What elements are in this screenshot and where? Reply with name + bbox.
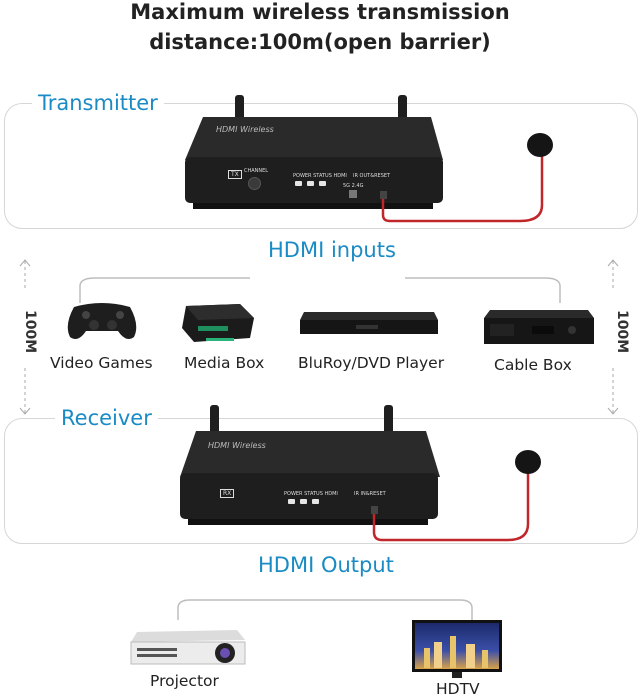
hdmi-output-label: HDMI Output xyxy=(252,553,400,577)
tx-ir-cable xyxy=(380,133,553,223)
tx-hdmi-led xyxy=(319,181,326,186)
media-box-icon xyxy=(182,304,254,342)
hdmi-output-curve xyxy=(177,599,473,620)
title-line-1: Maximum wireless transmission xyxy=(130,0,510,24)
hdtv-icon xyxy=(412,620,502,678)
projector-icon xyxy=(130,630,246,665)
title-line-2: distance:100m(open barrier) xyxy=(149,30,491,54)
tx-switch-label: 5G 2.4G xyxy=(343,183,364,189)
tx-brand: HDMI Wireless xyxy=(216,125,274,134)
tx-power-led xyxy=(295,181,302,186)
tx-band-switch[interactable] xyxy=(349,190,357,198)
distance-label-left: 100M xyxy=(22,310,38,354)
dvd-player-icon xyxy=(300,312,438,334)
receiver-panel xyxy=(4,418,638,544)
rx-status-led xyxy=(300,499,307,504)
cable-box-icon xyxy=(484,310,594,344)
distance-arrow-left xyxy=(19,259,31,415)
input-label-cable-box: Cable Box xyxy=(494,356,572,374)
hdmi-input-curve xyxy=(79,277,561,303)
transmitter-device: HDMI Wireless TX CHANNEL POWER STATUS HD… xyxy=(183,95,443,215)
tx-ir-label: IR OUT&RESET xyxy=(353,173,391,179)
input-label-dvd-player: BluRoy/DVD Player xyxy=(298,354,445,372)
rx-hdmi-led xyxy=(312,499,319,504)
rx-badge: RX xyxy=(220,489,235,498)
receiver-label: Receiver xyxy=(55,406,158,430)
game-controller-icon xyxy=(67,303,137,339)
rx-ir-cable xyxy=(371,450,541,542)
output-label-hdtv: HDTV xyxy=(436,680,480,698)
tx-badge: TX xyxy=(228,170,242,179)
hdmi-inputs-label: HDMI inputs xyxy=(262,238,402,262)
input-label-media-box: Media Box xyxy=(184,354,265,372)
rx-ir-label: IR IN&RESET xyxy=(354,491,386,497)
tx-status-label: POWER STATUS HDMI xyxy=(293,173,347,179)
rx-power-led xyxy=(288,499,295,504)
tx-channel-label: CHANNEL xyxy=(244,168,269,174)
tx-status-led xyxy=(307,181,314,186)
distance-arrow-right xyxy=(607,259,619,415)
output-label-projector: Projector xyxy=(150,672,219,690)
transmitter-panel xyxy=(4,103,638,229)
rx-status-label: POWER STATUS HDMI xyxy=(284,491,338,497)
transmitter-label: Transmitter xyxy=(32,91,164,115)
tx-channel-button[interactable] xyxy=(248,177,261,190)
rx-brand: HDMI Wireless xyxy=(208,441,266,450)
input-label-video-games: Video Games xyxy=(50,354,153,372)
